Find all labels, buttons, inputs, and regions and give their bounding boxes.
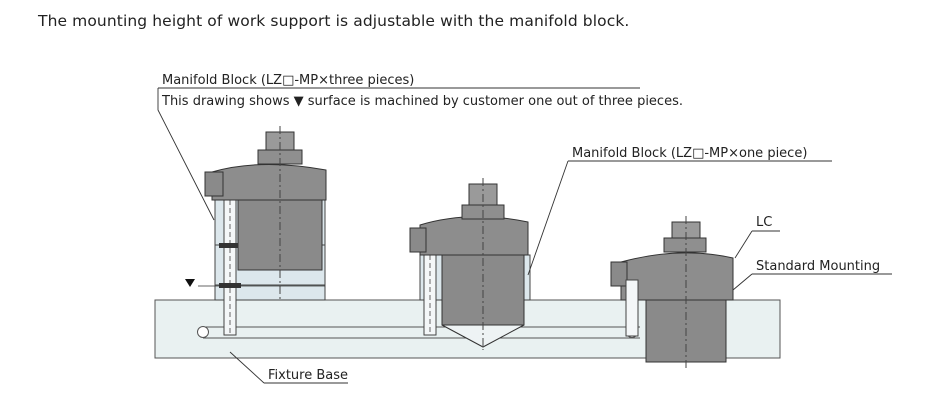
page-title: The mounting height of work support is a… (38, 12, 630, 30)
manifold-one-label: Manifold Block (LZ□-MP×one piece) (572, 146, 807, 161)
standard-mounting-label: Standard Mounting (756, 259, 880, 274)
machined-surface-note: This drawing shows ▼ surface is machined… (161, 94, 683, 109)
work-support-right (610, 216, 734, 370)
leader-lines (157, 87, 892, 384)
work-support-middle (409, 178, 531, 350)
lc-label: LC (756, 215, 772, 230)
manifold-three-label: Manifold Block (LZ□-MP×three pieces) (162, 73, 414, 88)
fixture-base-label: Fixture Base (268, 368, 348, 383)
work-support-left (185, 126, 327, 336)
